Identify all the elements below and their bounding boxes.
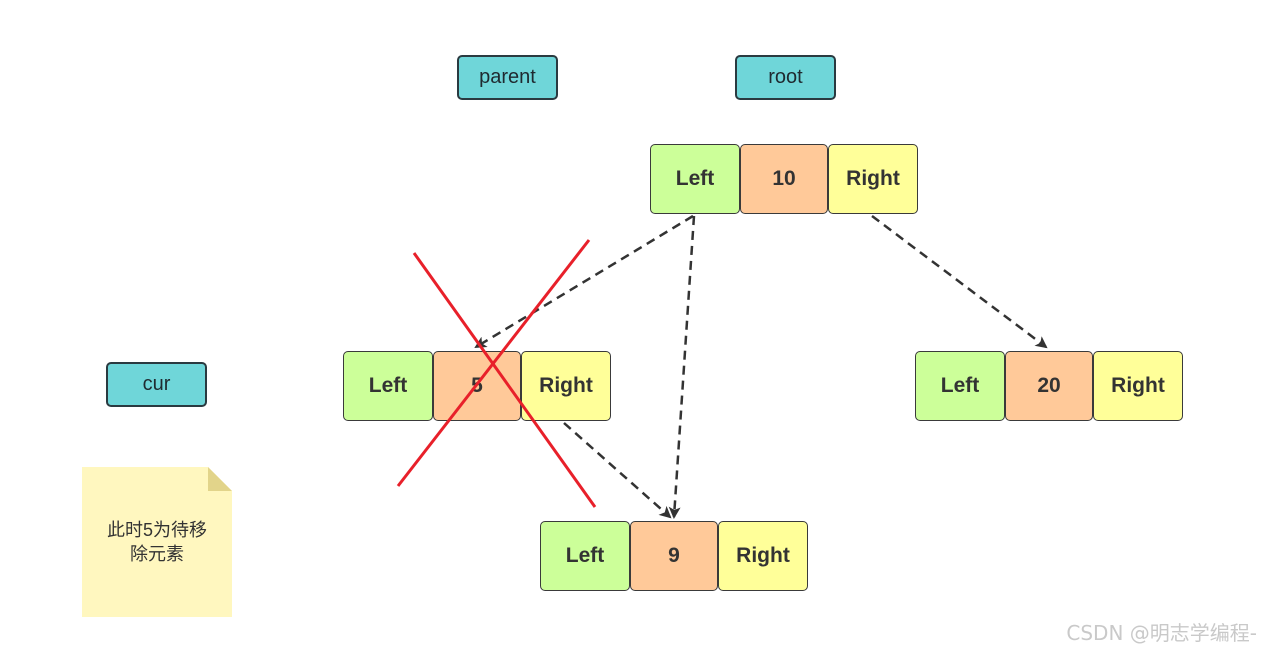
sticky-note-text: 此时5为待移 除元素 — [106, 520, 207, 564]
node-10-left: Left — [650, 144, 740, 214]
node-5: Left 5 Right — [343, 351, 611, 421]
node-5-left: Left — [343, 351, 433, 421]
edge-10-to-20 — [871, 215, 1048, 349]
edge-5-to-9 — [563, 422, 672, 519]
edge-10-to-5 — [474, 214, 694, 349]
node-20-left: Left — [915, 351, 1005, 421]
root-label-text: root — [768, 66, 803, 88]
node-9: Left 9 Right — [540, 521, 808, 591]
node-10-value: 10 — [740, 144, 828, 214]
node-10-right: Right — [828, 144, 918, 214]
sticky-note-shape — [82, 467, 232, 617]
node-20-right: Right — [1093, 351, 1183, 421]
edge-10-to-9 — [668, 215, 696, 519]
watermark-text: CSDN @明志学编程- — [1066, 621, 1257, 645]
parent-label: parent — [457, 55, 558, 100]
cur-label: cur — [106, 362, 207, 407]
node-20: Left 20 Right — [915, 351, 1183, 421]
node-9-left: Left — [540, 521, 630, 591]
node-10: Left 10 Right — [650, 144, 918, 214]
node-20-value: 20 — [1005, 351, 1093, 421]
node-5-right: Right — [521, 351, 611, 421]
node-5-value: 5 — [433, 351, 521, 421]
root-label: root — [735, 55, 836, 100]
cur-label-text: cur — [142, 373, 171, 395]
parent-label-text: parent — [479, 66, 536, 88]
node-9-value: 9 — [630, 521, 718, 591]
sticky-note: 此时5为待移 除元素 — [82, 467, 232, 617]
node-9-right: Right — [718, 521, 808, 591]
